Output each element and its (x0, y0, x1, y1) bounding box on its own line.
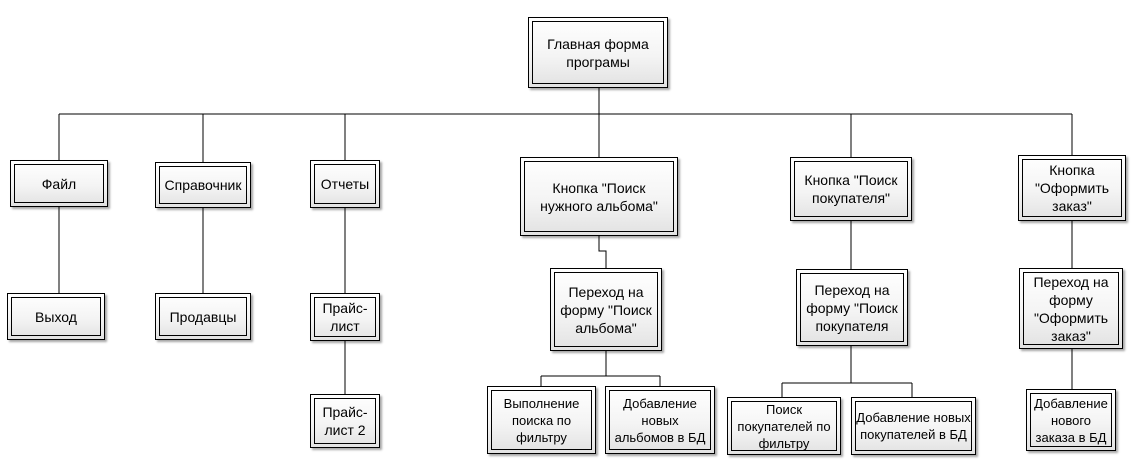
node-customer-search: Поиск покупателей по фильтру (727, 397, 841, 455)
node-order-form: Переход на форму "Оформить заказ" (1019, 268, 1123, 349)
node-album-search-button: Кнопка "Поиск нужного альбома" (520, 157, 678, 236)
node-directory: Справочник (155, 162, 251, 208)
node-main-form: Главная форма програмы (528, 17, 668, 88)
node-customer-search-form-label: Переход на форму "Поиск покупателя (806, 281, 898, 334)
node-customer-search-button-label: Кнопка "Поиск покупателя" (804, 172, 898, 206)
node-main-form-label: Главная форма програмы (547, 35, 649, 70)
node-add-albums-label: Добавление новых альбомов в БД (614, 395, 706, 445)
node-add-albums: Добавление новых альбомов в БД (605, 386, 715, 454)
node-add-order: Добавление нового заказа в БД (1026, 389, 1116, 451)
node-reports-label: Отчеты (320, 176, 370, 192)
node-order-form-label: Переход на форму "Оформить заказ" (1033, 273, 1109, 344)
node-album-search-button-label: Кнопка "Поиск нужного альбома" (540, 179, 658, 214)
node-sellers: Продавцы (155, 293, 251, 340)
node-album-search-form-label: Переход на форму "Поиск альбома" (560, 283, 652, 336)
node-add-customers-label: Добавление новых покупателей в БД (856, 410, 971, 442)
node-exit: Выход (7, 293, 105, 340)
node-filter-search: Выполнение поиска по фильтру (487, 386, 596, 454)
node-add-order-label: Добавление нового заказа в БД (1034, 395, 1108, 445)
node-directory-label: Справочник (164, 177, 242, 193)
node-sellers-label: Продавцы (169, 308, 237, 325)
node-filter-search-label: Выполнение поиска по фильтру (503, 395, 580, 445)
node-customer-search-form: Переход на форму "Поиск покупателя (796, 269, 908, 346)
node-customer-search-label: Поиск покупателей по фильтру (737, 401, 831, 451)
node-file: Файл (10, 160, 108, 207)
node-pricelist-2-label: Прайс-лист 2 (322, 404, 368, 438)
node-exit-label: Выход (35, 308, 77, 325)
node-reports: Отчеты (310, 160, 380, 208)
node-pricelist: Прайс-лист (310, 293, 380, 341)
node-place-order-button-label: Кнопка "Оформить заказ" (1034, 162, 1110, 214)
node-pricelist-label: Прайс-лист (322, 300, 368, 334)
node-pricelist-2: Прайс-лист 2 (310, 394, 380, 448)
node-album-search-form: Переход на форму "Поиск альбома" (550, 268, 662, 351)
node-add-customers: Добавление новых покупателей в БД (851, 397, 976, 455)
node-place-order-button: Кнопка "Оформить заказ" (1018, 155, 1126, 221)
node-file-label: Файл (41, 175, 77, 192)
node-customer-search-button: Кнопка "Поиск покупателя" (790, 157, 912, 221)
